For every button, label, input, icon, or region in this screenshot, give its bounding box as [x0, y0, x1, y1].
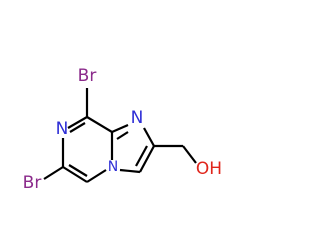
bond-c8-n7: [67, 116, 88, 129]
bond-ch2-oh: [182, 145, 197, 164]
bond-c2-c3-inner: [135, 145, 148, 167]
bond-c2-c3: [139, 145, 155, 173]
atom-n-1: N: [131, 108, 144, 128]
bond-c8a-n1-inner: [116, 131, 129, 140]
bond-c6-c5-inner: [68, 164, 88, 177]
atom-br-8: Br: [78, 66, 97, 86]
bonds: [43, 88, 197, 183]
bond-n1-c2: [143, 127, 155, 147]
bond-c8-n7-inner: [69, 122, 86, 133]
bond-c6-br: [43, 166, 64, 180]
atom-n-7: N: [56, 119, 69, 139]
molecule-structure: Br N N N Br OH: [23, 66, 222, 193]
atom-n-4: N: [108, 159, 118, 175]
atom-oh: OH: [196, 159, 222, 179]
bond-c8a-c8: [86, 116, 113, 133]
bond-c8a-n1: [111, 123, 129, 134]
atom-labels: Br N N N Br OH: [23, 66, 222, 193]
bond-c3-n4: [119, 168, 141, 174]
bond-c5-n4: [86, 169, 107, 183]
bond-c6-c5: [62, 166, 88, 183]
atom-br-6: Br: [23, 173, 42, 193]
